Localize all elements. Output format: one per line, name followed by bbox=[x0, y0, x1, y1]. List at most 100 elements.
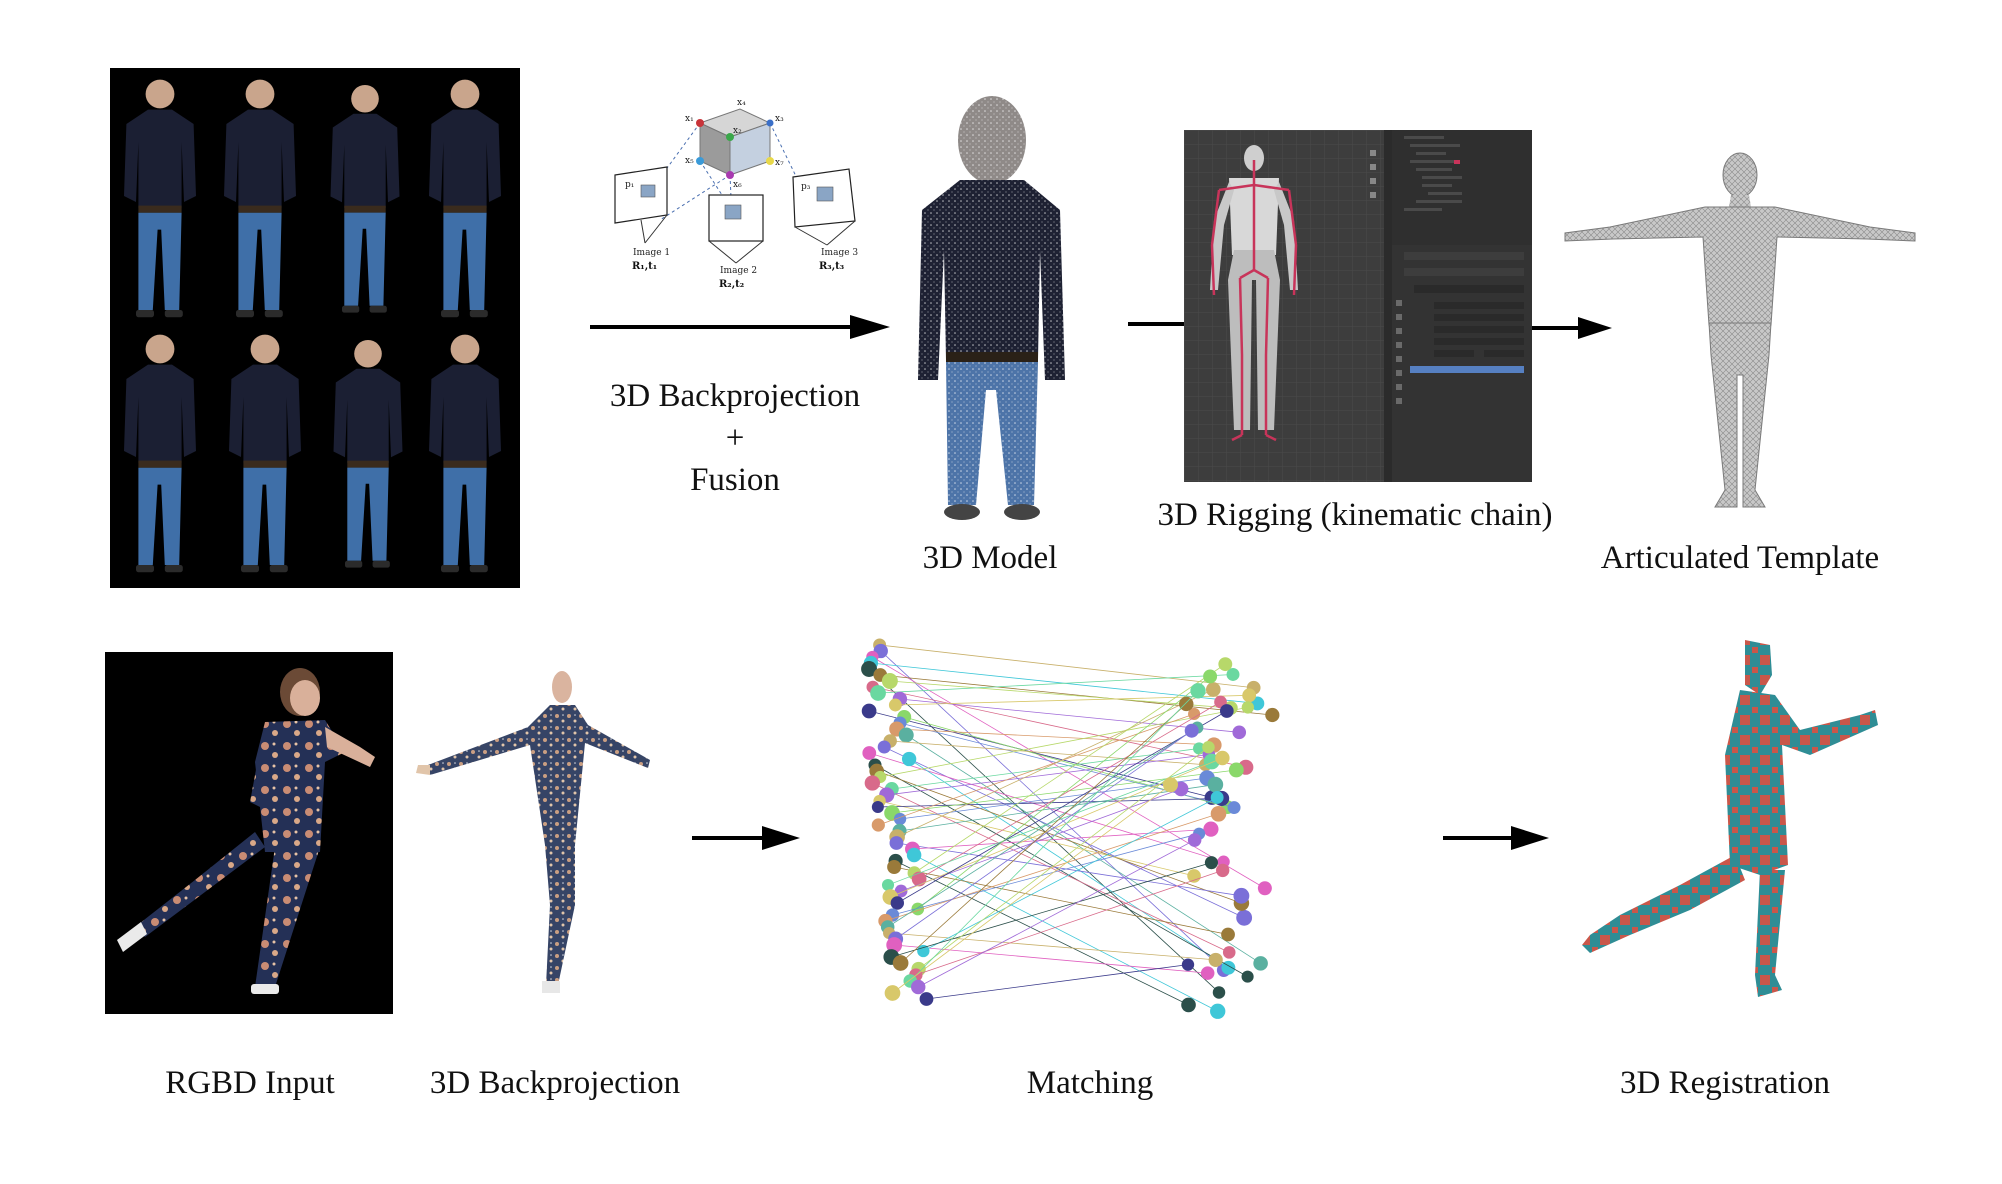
match-point-target bbox=[1205, 682, 1221, 697]
camera-1: p₁ Image 1 R₁,t₁ bbox=[614, 166, 670, 272]
match-point-target bbox=[1203, 669, 1218, 684]
match-point-target bbox=[1221, 927, 1235, 942]
match-line bbox=[918, 701, 1221, 880]
match-point-target bbox=[1210, 791, 1224, 804]
arrow-to-rigging bbox=[1128, 314, 1188, 334]
match-line bbox=[879, 800, 1195, 877]
template-label: Articulated Template bbox=[1600, 540, 1880, 576]
match-line bbox=[892, 833, 1200, 916]
match-point-target bbox=[1200, 966, 1215, 980]
3d-model-label: 3D Model bbox=[922, 540, 1058, 576]
match-line bbox=[878, 674, 1234, 694]
match-point-target bbox=[1257, 881, 1272, 896]
view-8 bbox=[429, 334, 501, 573]
match-line bbox=[887, 761, 1212, 886]
match-point-target bbox=[1208, 952, 1223, 967]
match-point-target bbox=[1242, 688, 1257, 703]
match-line bbox=[891, 862, 1212, 958]
match-line bbox=[887, 727, 1198, 928]
match-line bbox=[872, 656, 1266, 889]
outliner-panel bbox=[1392, 130, 1532, 245]
match-line bbox=[908, 758, 1229, 969]
match-line bbox=[884, 746, 1245, 919]
match-point-target bbox=[1233, 887, 1250, 904]
plus-sign: + bbox=[725, 420, 745, 456]
multiview-photo-grid bbox=[110, 68, 520, 588]
articulated-template-mesh bbox=[1555, 145, 1925, 520]
match-point-source bbox=[881, 878, 895, 892]
match-point-target bbox=[1179, 696, 1194, 712]
rigging-label: 3D Rigging (kinematic chain) bbox=[1157, 497, 1553, 533]
pose2-label: R₂,t₂ bbox=[719, 279, 744, 290]
match-line bbox=[895, 694, 1250, 706]
match-point-target bbox=[1203, 821, 1219, 837]
match-point-target bbox=[1187, 869, 1201, 883]
view-3 bbox=[330, 84, 400, 313]
x1-label: x₁ bbox=[685, 114, 694, 124]
camera-2: Image 2 R₂,t₂ bbox=[708, 194, 764, 290]
match-point-source bbox=[888, 698, 902, 712]
match-point-target bbox=[1210, 1003, 1226, 1019]
match-point-source bbox=[919, 992, 934, 1006]
match-line bbox=[878, 713, 1195, 826]
match-point-target bbox=[1236, 909, 1253, 926]
match-point-source bbox=[861, 661, 877, 677]
match-line bbox=[926, 964, 1189, 1000]
match-line bbox=[900, 703, 1187, 964]
match-point-target bbox=[1204, 856, 1218, 870]
match-line bbox=[892, 784, 1171, 994]
match-point-target bbox=[1228, 762, 1244, 778]
arrow-to-template bbox=[1532, 313, 1612, 343]
image2-label: Image 2 bbox=[720, 266, 757, 276]
arrow-to-registration bbox=[1443, 823, 1553, 853]
p1-label: p₁ bbox=[625, 180, 634, 190]
match-point-target bbox=[1226, 667, 1240, 681]
match-point-target bbox=[1221, 960, 1236, 975]
camera-geometry-diagram: x₁ x₄ x₂ x₃ x₇ x₆ x₅ p₁ Image 1 R₁,t₁ Im… bbox=[605, 95, 865, 290]
rgbd-input-label: RGBD Input bbox=[165, 1065, 335, 1101]
view-5 bbox=[124, 334, 196, 573]
match-line bbox=[894, 944, 1208, 974]
match-point-source bbox=[877, 740, 891, 754]
match-point-target bbox=[1187, 833, 1202, 847]
match-point-source bbox=[884, 985, 901, 1001]
match-line bbox=[918, 839, 1195, 988]
arrow-to-matching bbox=[692, 823, 802, 853]
match-line bbox=[914, 663, 1226, 874]
match-point-source bbox=[892, 955, 909, 971]
match-point-source bbox=[871, 800, 884, 814]
match-line bbox=[880, 650, 1224, 971]
match-point-target bbox=[1216, 863, 1230, 878]
rgbd-input-image bbox=[105, 652, 393, 1014]
rig-bones bbox=[1210, 160, 1298, 442]
camera-3: p₃ Image 3 R₃,t₃ bbox=[792, 168, 858, 272]
match-point-target bbox=[1190, 683, 1206, 699]
match-point-source bbox=[886, 937, 903, 953]
match-line bbox=[917, 676, 1211, 910]
match-line bbox=[897, 710, 1228, 904]
match-line bbox=[923, 797, 1218, 952]
match-point-target bbox=[1184, 723, 1199, 738]
backprojected-figure bbox=[416, 671, 650, 993]
match-point-target bbox=[1253, 956, 1268, 971]
image3-label: Image 3 bbox=[821, 248, 858, 258]
match-line bbox=[889, 932, 1216, 961]
x2-label: x₂ bbox=[733, 126, 742, 136]
registration-label: 3D Registration bbox=[1620, 1065, 1830, 1101]
rgbd-figure bbox=[117, 668, 375, 994]
match-point-target bbox=[1227, 801, 1241, 815]
match-point-source bbox=[862, 746, 877, 760]
match-point-source bbox=[901, 751, 917, 767]
match-point-source bbox=[870, 685, 886, 701]
registration-result bbox=[1560, 635, 1900, 1025]
arrow-backprojection bbox=[590, 312, 890, 342]
match-point-source bbox=[917, 944, 930, 958]
match-point-source bbox=[861, 703, 877, 719]
x7-label: x₇ bbox=[775, 158, 784, 168]
rigging-screenshot bbox=[1184, 130, 1532, 482]
match-point-target bbox=[1202, 740, 1215, 754]
match-point-source bbox=[890, 896, 905, 910]
backprojection-pointcloud bbox=[410, 665, 670, 1015]
match-line bbox=[899, 784, 1216, 832]
match-point-target bbox=[1181, 958, 1195, 971]
